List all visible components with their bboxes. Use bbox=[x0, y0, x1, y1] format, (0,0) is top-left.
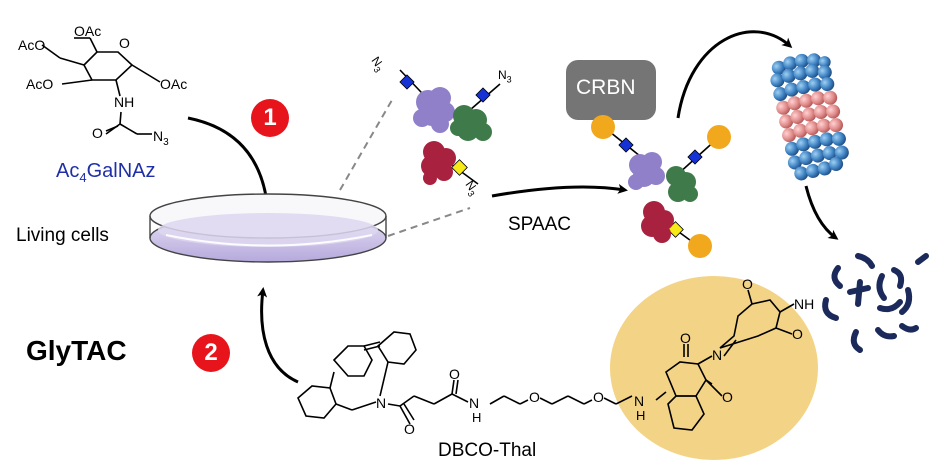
peptide-fragments bbox=[822, 253, 929, 353]
amide-o-1-label: O bbox=[404, 421, 415, 437]
phthal-o-top-label: O bbox=[680, 330, 691, 346]
oac-right-label: OAc bbox=[160, 76, 188, 92]
aryl-h-label: H bbox=[636, 408, 646, 423]
amide-o-2-label: O bbox=[449, 366, 460, 382]
glut-o-right-label: O bbox=[792, 326, 803, 342]
aco-bottom-label: AcO bbox=[26, 76, 54, 92]
dbco-n-label: N bbox=[376, 395, 387, 411]
spaac-arrow bbox=[491, 183, 628, 198]
step-2-badge: 2 bbox=[192, 334, 230, 372]
thalidomide-highlight bbox=[610, 276, 818, 460]
aryl-n-label: N bbox=[634, 393, 645, 409]
arrow-to-fragments bbox=[804, 185, 839, 240]
glytac-title: GlyTAC bbox=[26, 335, 127, 366]
sugar-azide-label: N3 bbox=[153, 128, 169, 148]
petri-dish bbox=[149, 193, 387, 263]
carbonyl-o-label: O bbox=[92, 125, 103, 141]
spaac-label: SPAAC bbox=[508, 214, 572, 235]
ether-o-2-label: O bbox=[593, 389, 604, 405]
glut-o-top-label: O bbox=[742, 276, 753, 292]
sugar-name-main: Ac bbox=[56, 160, 80, 182]
arrow-dbco-to-dish bbox=[257, 287, 299, 384]
linker-n-label: N bbox=[469, 395, 480, 411]
crbn-label: CRBN bbox=[576, 76, 636, 99]
sugar-name-sub: 4 bbox=[79, 170, 87, 185]
dbco-thal-structure bbox=[297, 289, 795, 431]
sugar-name-rest: GalNAz bbox=[86, 160, 156, 182]
sugar-azide-n: N bbox=[153, 128, 164, 144]
zoom-line-top bbox=[339, 99, 393, 191]
ether-o-1-label: O bbox=[529, 389, 540, 405]
phthal-n-label: N bbox=[712, 347, 723, 363]
glyco-azide-2: N3 bbox=[498, 68, 512, 84]
sugar-azide-sub: 3 bbox=[163, 136, 169, 148]
living-cells-label: Living cells bbox=[16, 225, 109, 246]
dbco-thal-label: DBCO-Thal bbox=[438, 440, 537, 461]
glut-nh-label: NH bbox=[794, 296, 815, 312]
glycoproteins-zoom bbox=[399, 69, 501, 185]
nh-label: NH bbox=[114, 94, 135, 110]
linker-h-label: H bbox=[472, 410, 482, 425]
ring-o-label: O bbox=[119, 35, 130, 51]
zoom-line-bottom bbox=[387, 207, 471, 237]
crbn-complex bbox=[566, 60, 731, 258]
azide-sub-2: 3 bbox=[506, 74, 512, 85]
arrow-to-proteasome bbox=[676, 30, 793, 119]
sugar-name: Ac4GalNAz bbox=[56, 160, 155, 185]
phthal-o-bottom-label: O bbox=[722, 389, 733, 405]
step-1-badge: 1 bbox=[251, 99, 289, 137]
proteasome bbox=[770, 53, 849, 181]
galnaz-structure bbox=[41, 37, 161, 135]
oac-top-label: OAc bbox=[74, 23, 102, 39]
azide-n-2: N bbox=[498, 68, 507, 82]
aco-top-label: AcO bbox=[18, 37, 46, 53]
